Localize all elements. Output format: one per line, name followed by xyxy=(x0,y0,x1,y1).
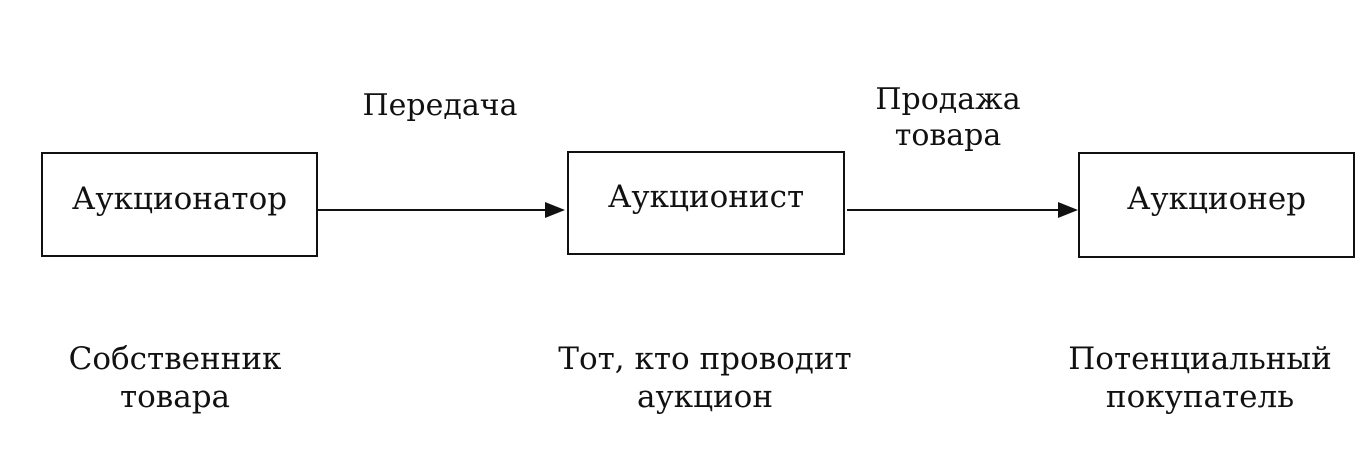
node-auctionist-label: Аукционист xyxy=(607,179,805,215)
node-auctionist: Аукционист xyxy=(567,151,845,255)
node-auctioneer-label: Аукционер xyxy=(1126,181,1307,217)
node-auctionator: Аукционатор xyxy=(41,152,318,257)
edge-label-transfer: Передача xyxy=(362,88,518,123)
node-auctionator-label: Аукционатор xyxy=(71,180,288,217)
node-auctioneer: Аукционер xyxy=(1078,152,1355,258)
